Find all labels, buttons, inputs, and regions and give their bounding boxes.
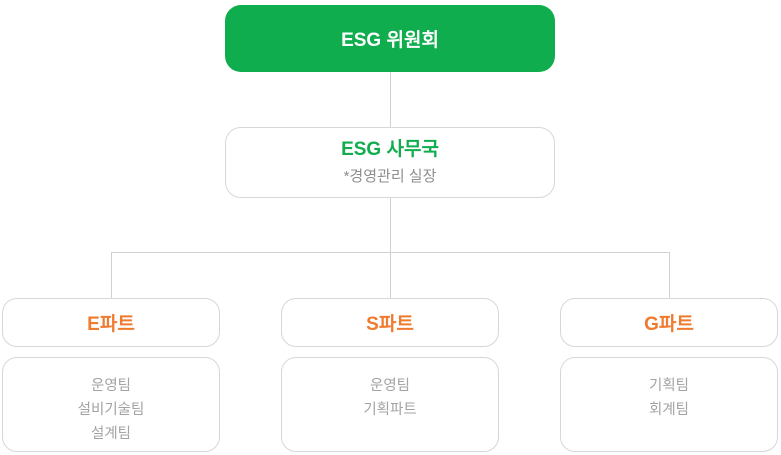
s-part-node: S파트 <box>281 298 499 347</box>
g-part-teams-node: 기획팀 회계팀 <box>560 357 778 452</box>
committee-label: ESG 위원회 <box>341 30 439 51</box>
g-part-label: G파트 <box>644 314 694 335</box>
g-part-node: G파트 <box>560 298 778 347</box>
team-item: 기획파트 <box>363 402 417 418</box>
e-part-teams-node: 운영팀 설비기술팀 설계팀 <box>2 357 220 452</box>
team-item: 설계팀 <box>90 426 132 442</box>
connector-drop-g-part <box>669 252 670 298</box>
connector-drop-s-part <box>390 252 391 298</box>
secretariat-label: ESG 사무국 <box>341 139 439 161</box>
connector-secretariat-bus <box>390 198 391 252</box>
secretariat-subtitle: *경영관리 실장 <box>343 167 437 185</box>
e-part-node: E파트 <box>2 298 220 347</box>
team-item: 회계팀 <box>648 402 690 418</box>
secretariat-node: ESG 사무국 *경영관리 실장 <box>225 127 555 198</box>
s-part-teams-node: 운영팀 기획파트 <box>281 357 499 452</box>
committee-node: ESG 위원회 <box>225 5 555 72</box>
s-part-label: S파트 <box>366 314 414 335</box>
team-item: 설비기술팀 <box>77 402 145 418</box>
team-item: 운영팀 <box>90 378 132 394</box>
connector-drop-e-part <box>111 252 112 298</box>
team-item: 운영팀 <box>369 378 411 394</box>
e-part-label: E파트 <box>87 314 135 335</box>
connector-committee-secretariat <box>390 72 391 127</box>
team-item: 기획팀 <box>648 378 690 394</box>
